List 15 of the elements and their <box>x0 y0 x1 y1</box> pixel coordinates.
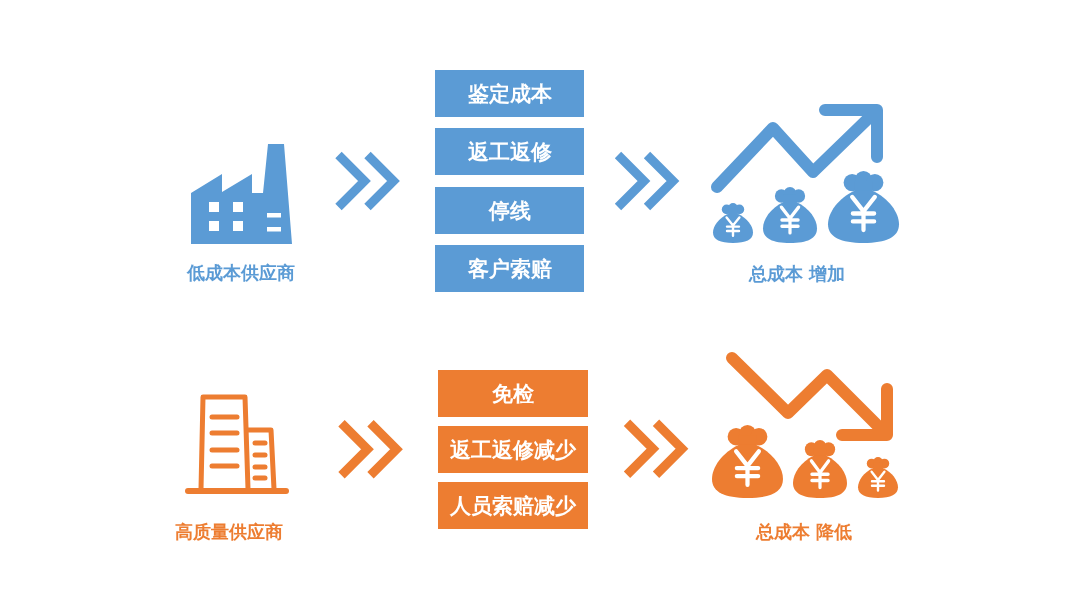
total-cost-label: 总成本 增加 <box>748 264 846 284</box>
item-box: 返工返修 <box>435 128 584 175</box>
double-chevron-arrow <box>334 150 400 212</box>
supplier-label: 高质量供应商 <box>175 522 283 542</box>
item-box: 免检 <box>438 370 588 417</box>
supplier-label: 低成本供应商 <box>187 263 295 283</box>
double-chevron-arrow <box>337 418 403 480</box>
double-chevron-arrow <box>613 150 680 212</box>
total-cost-label: 总成本 降低 <box>755 522 853 542</box>
item-box: 人员索赔减少 <box>438 482 588 529</box>
item-box: 返工返修减少 <box>438 426 588 473</box>
item-box: 客户索赔 <box>435 245 584 292</box>
item-box: 停线 <box>435 187 584 234</box>
item-box: 鉴定成本 <box>435 70 584 117</box>
double-chevron-arrow <box>622 418 689 480</box>
